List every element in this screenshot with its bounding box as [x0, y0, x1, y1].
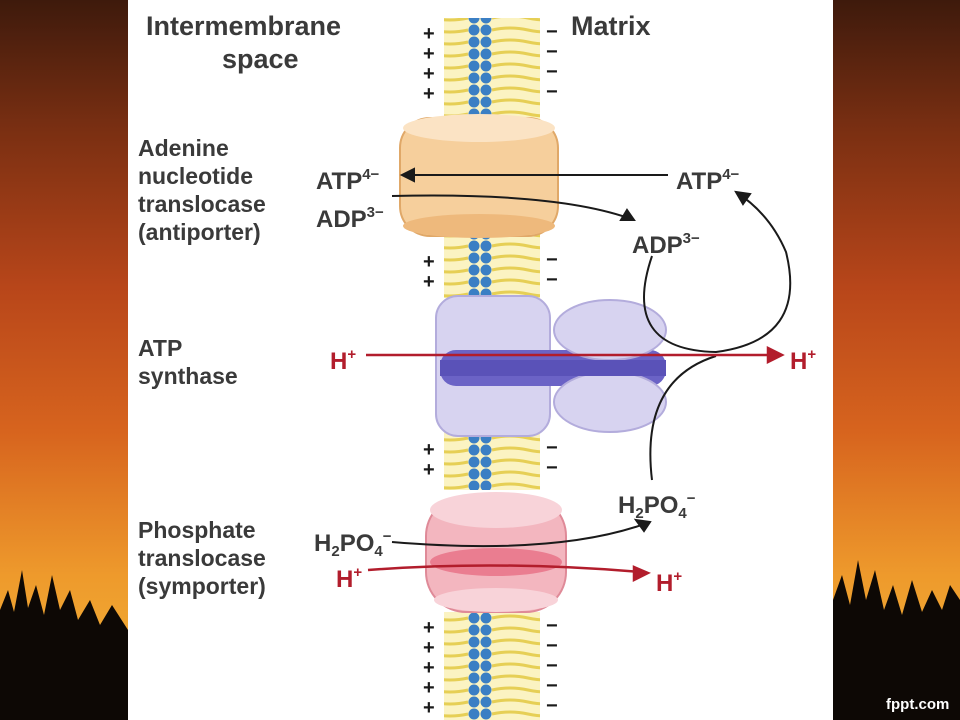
svg-text:−: −: [546, 21, 558, 43]
svg-text:−: −: [546, 249, 558, 271]
plus-sign: +: [423, 23, 435, 45]
svg-text:−: −: [546, 61, 558, 83]
svg-text:−: −: [546, 675, 558, 697]
svg-text:+: +: [423, 677, 435, 699]
proton-symporter-left: H+: [336, 564, 363, 593]
charge-signs: + + + + + + + + + + + + + − − − − − − − …: [423, 21, 558, 719]
svg-text:−: −: [546, 457, 558, 479]
proton-right: H+: [790, 346, 817, 375]
phosphate-left: H2PO4−: [314, 528, 392, 560]
proton-symporter-right: H+: [656, 568, 683, 597]
atp-left: ATP4−: [316, 166, 380, 195]
proton-arrows: [366, 345, 785, 583]
antiporter-label: Adenine nucleotide translocase (antiport…: [138, 135, 266, 245]
svg-text:+: +: [423, 657, 435, 679]
matrix-label: Matrix: [571, 11, 651, 41]
svg-text:+: +: [423, 43, 435, 65]
symporter-label: Phosphate translocase (symporter): [138, 517, 266, 599]
svg-text:+: +: [423, 637, 435, 659]
antiporter-protein: [399, 114, 559, 238]
lipid-bilayer-bottom: [444, 612, 540, 720]
lipid-bilayer-lower-mid: [444, 430, 540, 490]
watermark: fppt.com: [886, 696, 950, 713]
svg-text:−: −: [546, 41, 558, 63]
atp-right: ATP4−: [676, 166, 740, 195]
svg-text:+: +: [423, 83, 435, 105]
adp-right: ADP3−: [632, 230, 700, 259]
svg-text:+: +: [423, 459, 435, 481]
proton-left: H+: [330, 346, 357, 375]
intermembrane-label: Intermembrane space: [146, 11, 342, 74]
svg-text:+: +: [423, 617, 435, 639]
black-arrows: [391, 167, 792, 548]
svg-text:+: +: [423, 697, 435, 719]
svg-text:+: +: [423, 439, 435, 461]
adp-left: ADP3−: [316, 204, 384, 233]
svg-text:−: −: [546, 437, 558, 459]
svg-text:−: −: [546, 615, 558, 637]
symporter-protein: [425, 492, 567, 613]
svg-text:−: −: [546, 269, 558, 291]
atp-synthase-label: ATP synthase: [138, 335, 238, 389]
svg-text:+: +: [423, 63, 435, 85]
svg-text:−: −: [546, 81, 558, 103]
svg-text:−: −: [546, 635, 558, 657]
phosphate-right: H2PO4−: [618, 490, 696, 522]
lipid-bilayer-upper-mid: [444, 228, 540, 298]
atp-synthase-protein: [435, 295, 667, 437]
svg-text:+: +: [423, 271, 435, 293]
svg-text:−: −: [546, 695, 558, 717]
svg-text:+: +: [423, 251, 435, 273]
svg-text:−: −: [546, 655, 558, 677]
